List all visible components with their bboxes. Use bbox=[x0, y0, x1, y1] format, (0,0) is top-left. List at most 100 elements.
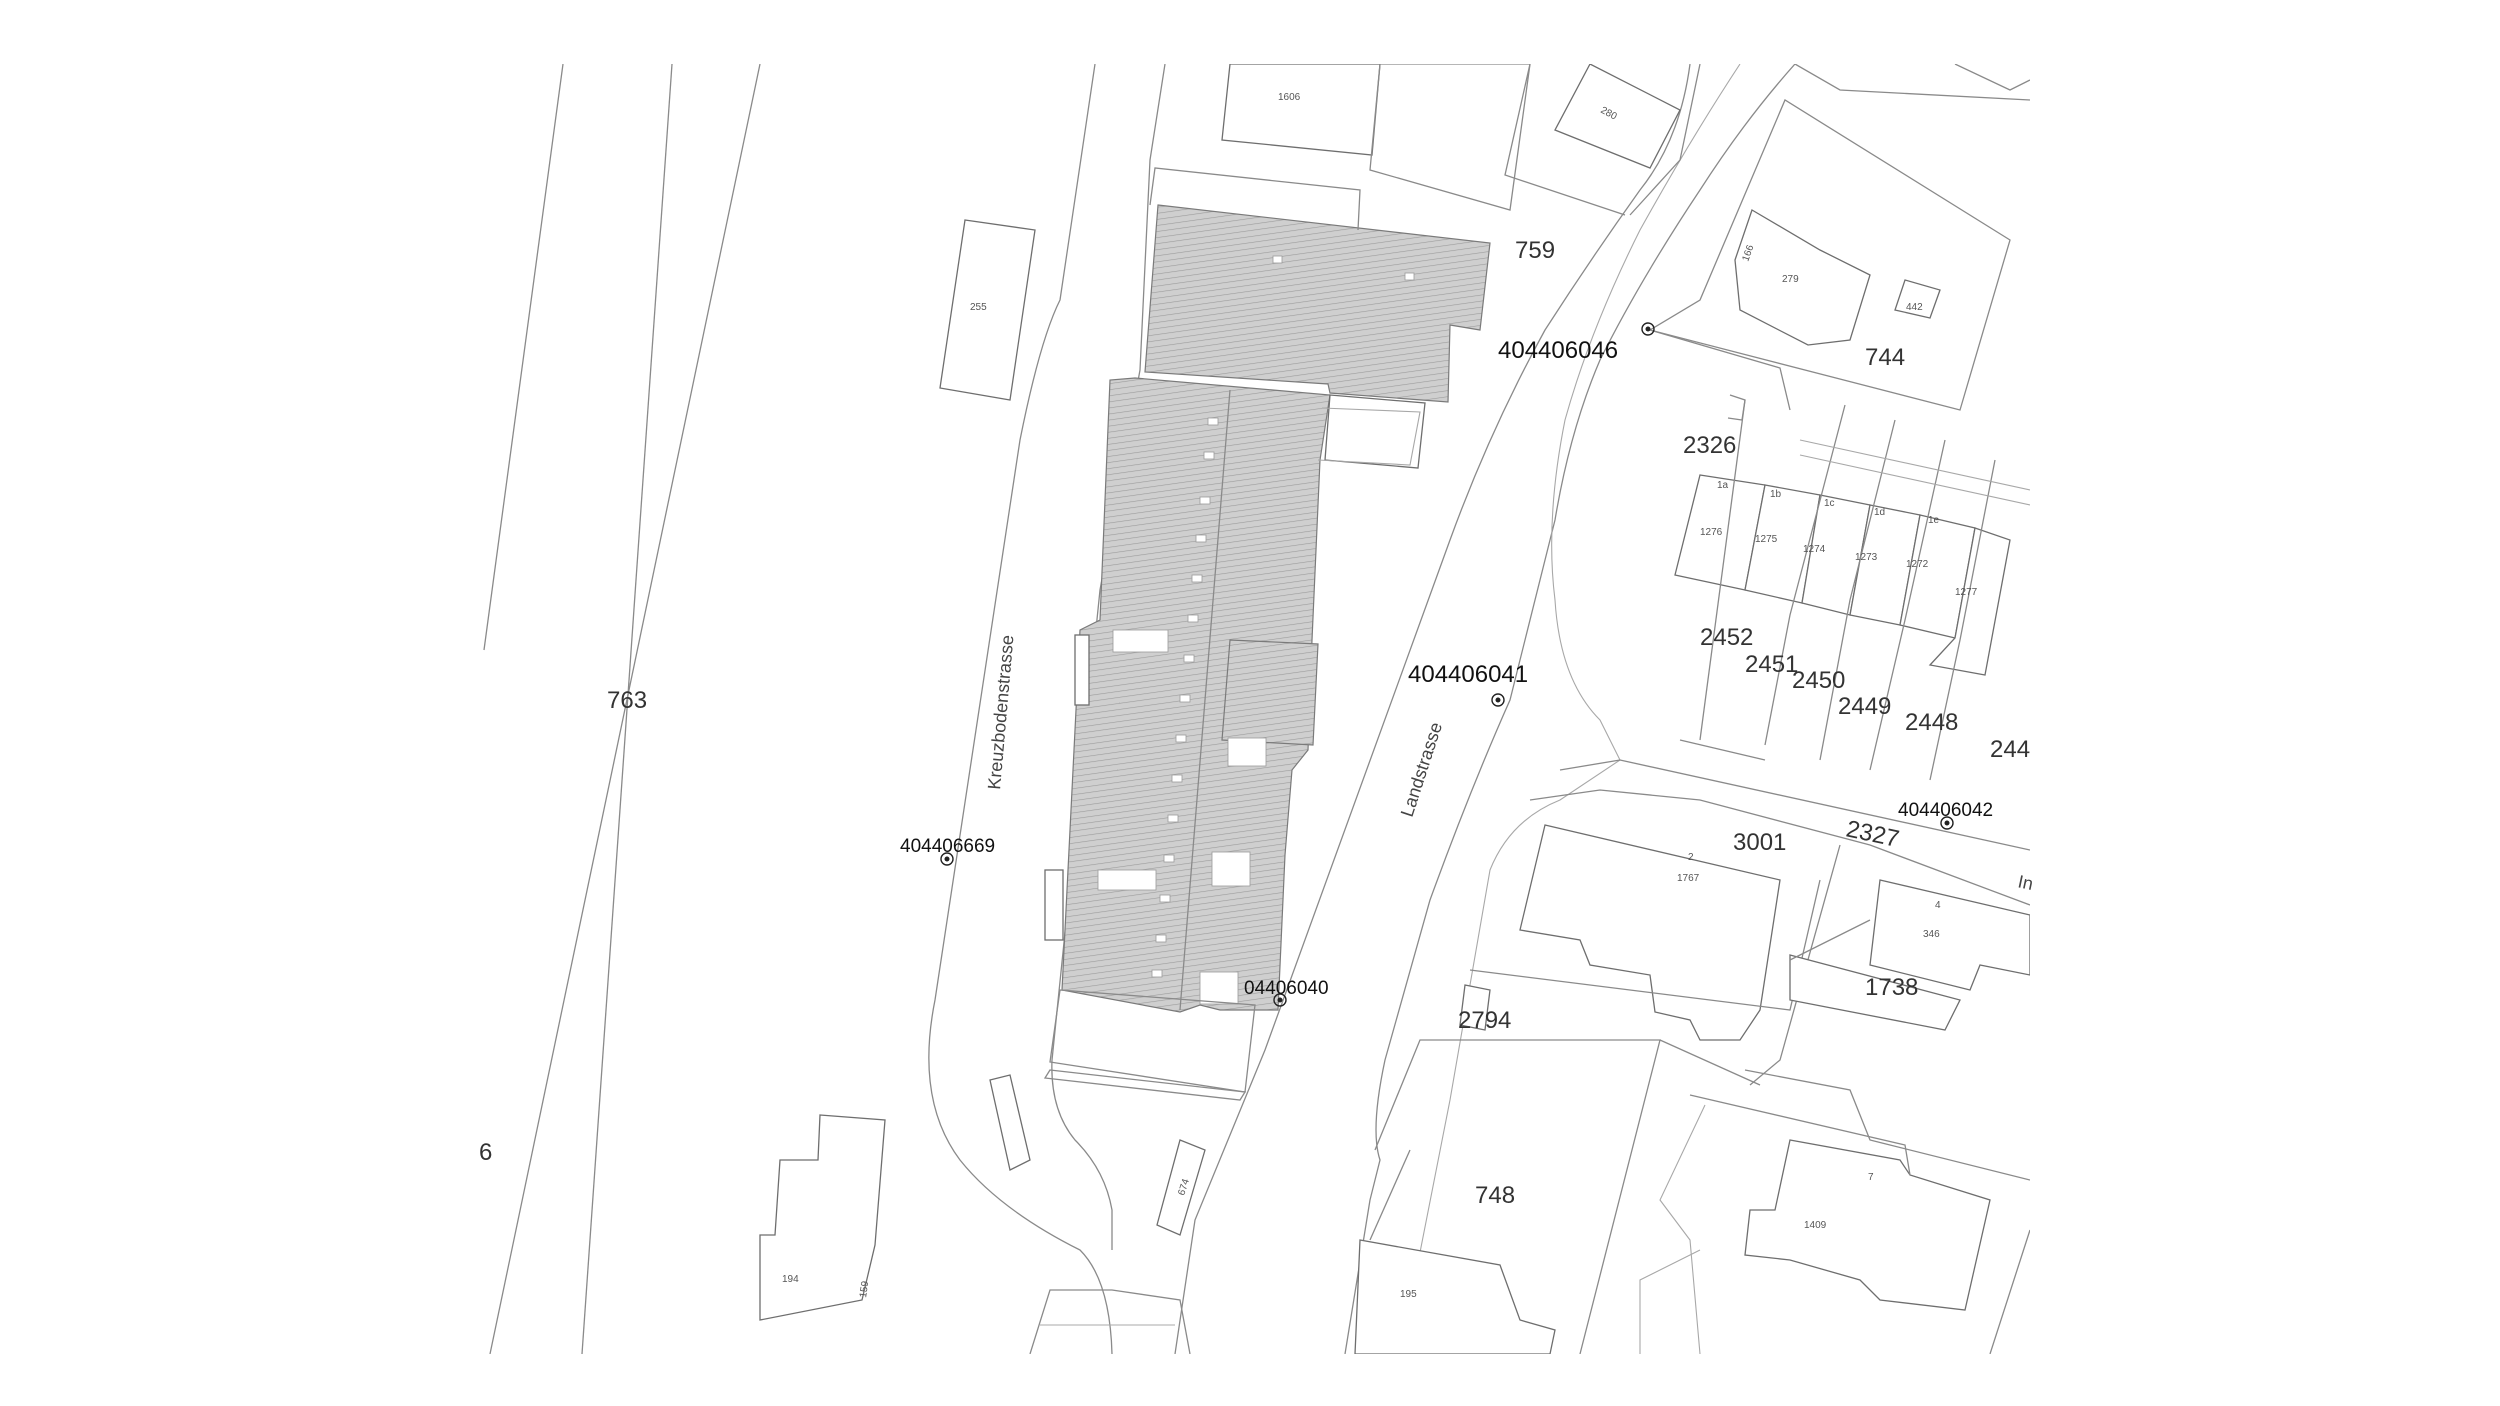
parcel-boundary bbox=[1794, 64, 2030, 101]
building-255 bbox=[939, 219, 1036, 401]
parcel-boundary bbox=[1649, 329, 1791, 411]
building-1409 bbox=[1744, 1139, 1991, 1311]
building-280 bbox=[1554, 64, 1681, 169]
parcel-label-1738: 1738 bbox=[1865, 974, 1918, 1001]
parcel-boundary bbox=[1929, 459, 1996, 781]
building-442 bbox=[1894, 279, 1941, 319]
parcel-label-3001: 3001 bbox=[1733, 829, 1786, 856]
parcel-boundary bbox=[1744, 1069, 2030, 1181]
parcel-label-2794: 2794 bbox=[1458, 1007, 1511, 1034]
parcel-boundary bbox=[1659, 1039, 1761, 1086]
survey-points: 404406046 404406041 404406042 404406669 … bbox=[900, 322, 1993, 1007]
survey-point-marker-icon bbox=[1273, 993, 1287, 1007]
survey-point-label: 404406046 bbox=[1498, 337, 1618, 364]
roof-opening bbox=[1227, 737, 1267, 767]
parcel-boundary bbox=[1504, 64, 1626, 216]
house-number-1d: 1d bbox=[1874, 507, 1885, 518]
building-label-1276: 1276 bbox=[1700, 527, 1723, 538]
building-1277 bbox=[1928, 527, 2011, 676]
parcel-label-6: 6 bbox=[479, 1139, 492, 1166]
parcel-boundary bbox=[1819, 419, 1896, 761]
building-label-1606: 1606 bbox=[1278, 92, 1301, 103]
parcel-boundary bbox=[1764, 404, 1846, 746]
building-label-159: 159 bbox=[858, 1280, 871, 1298]
building-1767 bbox=[1519, 824, 1781, 1041]
building-label-195: 195 bbox=[1400, 1289, 1417, 1300]
parcel-boundary bbox=[1679, 739, 1766, 761]
building-label-1409: 1409 bbox=[1804, 1220, 1827, 1231]
roof-opening bbox=[1211, 851, 1251, 887]
house-number-1e: 1e bbox=[1928, 515, 1940, 526]
street-2327-north bbox=[1559, 759, 2030, 851]
survey-point-marker-icon bbox=[940, 852, 954, 866]
parcel-label-2449: 2449 bbox=[1838, 693, 1891, 720]
building-279 bbox=[1734, 209, 1871, 346]
parcel-label-2450: 2450 bbox=[1792, 667, 1845, 694]
building-label-1274: 1274 bbox=[1803, 544, 1826, 555]
road-island bbox=[989, 1074, 1031, 1171]
roof-annex-wing bbox=[1112, 629, 1169, 653]
survey-point-marker-icon bbox=[1491, 693, 1505, 707]
industrial-roof-annex bbox=[1221, 639, 1319, 746]
house-number-labels: 1a 1b 1c 1d 1e 2 4 7 bbox=[1688, 480, 1941, 1183]
building-1738-annex bbox=[1789, 954, 1961, 1031]
building-194 bbox=[759, 1114, 886, 1321]
parcel-label-763: 763 bbox=[607, 687, 647, 714]
parcel-boundary bbox=[1369, 64, 1531, 211]
kreuzboden-west-edge bbox=[928, 64, 1113, 1354]
building-labels: 1606 280 255 279 442 166 1276 1275 1274 … bbox=[782, 92, 1978, 1300]
loading-yard-edge bbox=[1043, 1069, 1247, 1101]
driveway bbox=[1659, 1104, 1706, 1354]
rail-line bbox=[483, 64, 564, 651]
parcel-boundary bbox=[1989, 1229, 2030, 1354]
parcel-label-2327: 2327 bbox=[1844, 815, 1902, 853]
map-linework bbox=[483, 64, 2030, 1354]
landstrasse-center bbox=[1399, 64, 1741, 1354]
street-label-kreuzbodenstrasse: Kreuzbodenstrasse bbox=[984, 634, 1017, 790]
parcel-boundary bbox=[1369, 1149, 1411, 1241]
road-edge bbox=[1029, 1289, 1191, 1354]
rail-line bbox=[489, 64, 761, 1354]
roof-skylights bbox=[1151, 255, 1415, 978]
building-2794 bbox=[1459, 984, 1491, 1031]
survey-point-label: 04406040 bbox=[1244, 978, 1329, 999]
parcel-boundary bbox=[1629, 64, 1701, 216]
parcel-boundary bbox=[1699, 399, 1746, 741]
building-195 bbox=[1354, 1239, 1556, 1354]
parcel-748 bbox=[1374, 1039, 1661, 1354]
parcel-boundary bbox=[1149, 167, 1361, 231]
building-label-1277: 1277 bbox=[1955, 587, 1978, 598]
stair bbox=[1044, 869, 1064, 941]
industrial-roof-main bbox=[1061, 377, 1331, 1013]
survey-point-marker-icon bbox=[1641, 322, 1655, 336]
survey-point-marker-icon bbox=[1940, 816, 1954, 830]
parcel-label-2448: 2448 bbox=[1905, 709, 1958, 736]
landstrasse-west-edge bbox=[1174, 64, 1691, 1354]
house-number-1a: 1a bbox=[1717, 480, 1729, 491]
building-1606 bbox=[1221, 64, 1381, 156]
kreuzboden-east-edge bbox=[1051, 64, 1166, 1250]
parcel-label-244: 244 bbox=[1990, 736, 2030, 763]
street-label-landstrasse: Landstrasse bbox=[1397, 720, 1446, 819]
parcel-boundary bbox=[1689, 1094, 1911, 1176]
driveway bbox=[1639, 1249, 1701, 1354]
building-label-1767: 1767 bbox=[1677, 873, 1700, 884]
building-label-279: 279 bbox=[1782, 274, 1799, 285]
parcel-label-2452: 2452 bbox=[1700, 624, 1753, 651]
parcel-label-744: 744 bbox=[1865, 344, 1905, 371]
parcel-boundary bbox=[1869, 439, 1946, 771]
house-number-1c: 1c bbox=[1824, 498, 1835, 509]
survey-point-label: 404406669 bbox=[900, 836, 995, 857]
parcel-boundary bbox=[1789, 919, 1871, 961]
parcel-boundary bbox=[1954, 64, 2030, 91]
building-674 bbox=[1156, 1139, 1206, 1236]
building-label-1272: 1272 bbox=[1906, 559, 1929, 570]
building-label-255: 255 bbox=[970, 302, 987, 313]
parcel-label-759: 759 bbox=[1515, 237, 1555, 264]
building-label-346: 346 bbox=[1923, 929, 1940, 940]
stair bbox=[1074, 634, 1090, 706]
house-number-2: 2 bbox=[1688, 852, 1694, 863]
street-2327-south bbox=[1529, 789, 2030, 906]
industrial-roof-north bbox=[1144, 204, 1491, 403]
